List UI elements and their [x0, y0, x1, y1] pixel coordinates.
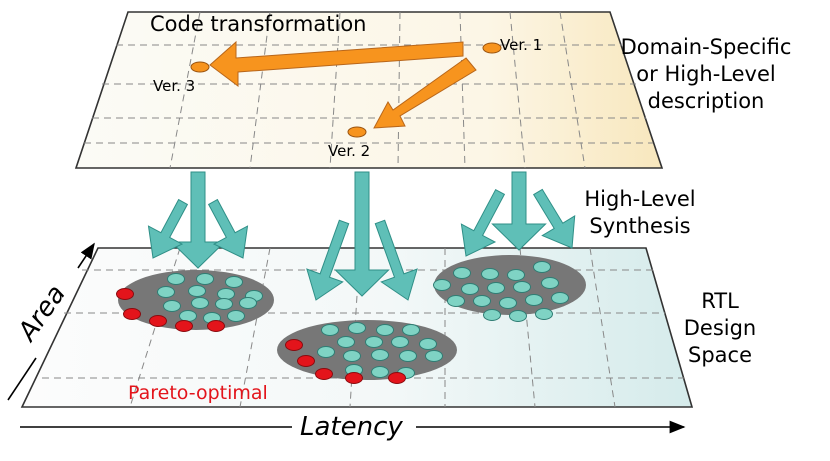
ver3-point: [190, 61, 210, 73]
design-point: [399, 350, 417, 362]
design-point: [365, 336, 383, 348]
design-points: [116, 261, 569, 384]
design-point: [541, 277, 559, 289]
pareto-point: [116, 288, 134, 300]
area-axis-lower: [7, 357, 37, 401]
synthesis-arrow-mid-center: [334, 171, 390, 297]
design-point: [227, 310, 245, 322]
design-point: [215, 298, 233, 310]
design-point: [525, 294, 543, 306]
synthesis-arrow-left-b: [207, 198, 249, 259]
design-point: [473, 295, 491, 307]
design-point: [157, 286, 175, 298]
synthesis-arrow-left-center: [170, 171, 226, 269]
latency-axis-label: Latency: [300, 412, 403, 442]
design-point: [391, 336, 409, 348]
design-point: [509, 310, 527, 322]
pareto-point: [207, 320, 225, 332]
design-point: [535, 308, 553, 320]
synthesis-arrow-mid-a: [306, 219, 350, 301]
design-point: [483, 309, 501, 321]
design-point: [433, 279, 451, 291]
pareto-point: [315, 368, 333, 380]
synthesis-arrow-left-a: [147, 198, 189, 259]
design-point: [225, 276, 243, 288]
description-line-3: description: [647, 89, 765, 113]
design-point: [317, 346, 335, 358]
cluster-middle: [277, 320, 457, 380]
pareto-point: [345, 372, 363, 384]
description-line-1: Domain-Specific: [620, 35, 792, 59]
synthesis-line-1: High-Level: [584, 187, 696, 211]
pareto-point: [297, 355, 315, 367]
design-point: [371, 349, 389, 361]
area-axis-upper: [77, 242, 95, 269]
design-point: [513, 281, 531, 293]
design-point: [551, 292, 569, 304]
ver2-point: [347, 126, 367, 138]
design-point: [217, 288, 235, 300]
design-point: [499, 297, 517, 309]
ver1-label: Ver. 1: [500, 36, 543, 54]
code-transformation-title: Code transformation: [150, 12, 367, 36]
ver1-point: [482, 42, 502, 54]
pareto-optimal-label: Pareto-optimal: [128, 382, 268, 404]
design-point: [348, 322, 366, 334]
design-space-label: RTL Design Space: [660, 288, 780, 369]
ver2-label: Ver. 2: [328, 142, 371, 160]
arrow-ver1-to-ver3: [209, 40, 464, 87]
arrow-ver1-to-ver2: [373, 57, 477, 129]
synthesis-line-2: Synthesis: [589, 214, 691, 238]
description-label: Domain-Specific or High-Level descriptio…: [606, 34, 806, 115]
design-point: [507, 269, 525, 281]
synthesis-arrow-mid-b: [374, 219, 418, 301]
design-point: [196, 273, 214, 285]
design-point: [481, 268, 499, 280]
description-line-2: or High-Level: [636, 62, 776, 86]
design-point: [191, 297, 209, 309]
synthesis-arrow-right-center: [491, 171, 547, 251]
synthesis-arrows: [147, 171, 576, 301]
design-point: [343, 350, 361, 362]
design-point: [376, 324, 394, 336]
pareto-point: [388, 372, 406, 384]
pareto-point: [123, 308, 141, 320]
synthesis-arrow-right-a: [460, 189, 506, 257]
design-point: [337, 336, 355, 348]
design-point: [447, 295, 465, 307]
top-plane: [74, 11, 664, 169]
ver3-label: Ver. 3: [153, 77, 196, 95]
design-point: [163, 300, 181, 312]
design-point: [533, 261, 551, 273]
design-point: [179, 310, 197, 322]
design-point: [402, 324, 420, 336]
design-point: [425, 350, 443, 362]
design-point: [461, 283, 479, 295]
design-point: [321, 324, 339, 336]
transformation-arrows: [209, 40, 477, 129]
design-point: [371, 366, 389, 378]
design-point: [188, 285, 206, 297]
design-space-line-2: Design: [683, 316, 757, 340]
pareto-point: [149, 315, 167, 327]
design-point: [487, 282, 505, 294]
design-point: [239, 297, 257, 309]
synthesis-label: High-Level Synthesis: [560, 186, 720, 240]
design-space-line-1: RTL: [701, 289, 739, 313]
design-point: [167, 273, 185, 285]
design-point: [453, 267, 471, 279]
design-point: [419, 338, 437, 350]
design-space-line-3: Space: [688, 343, 752, 367]
version-points: [190, 42, 502, 138]
synthesis-arrow-right-b: [533, 188, 576, 249]
pareto-point: [285, 339, 303, 351]
pareto-point: [175, 320, 193, 332]
